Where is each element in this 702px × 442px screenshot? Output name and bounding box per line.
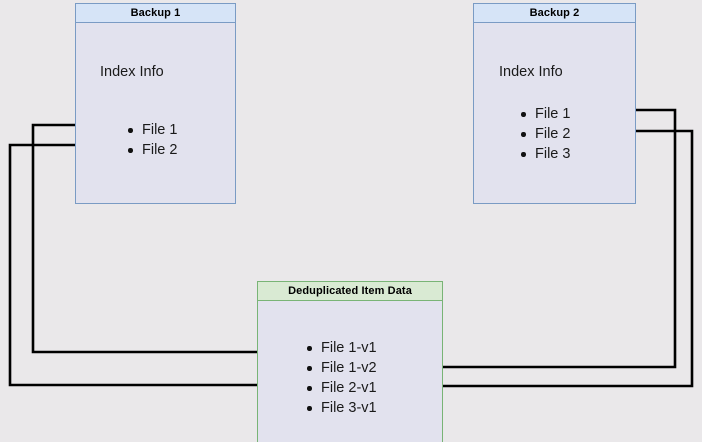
list-item[interactable]: File 3-v1 xyxy=(305,398,377,418)
backup-2-box[interactable]: Backup 2 Index Info File 1 File 2 File 3 xyxy=(473,3,636,204)
backup-1-file-list: File 1 File 2 xyxy=(126,120,177,160)
list-item[interactable]: File 1 xyxy=(519,104,570,124)
backup-1-box[interactable]: Backup 1 Index Info File 1 File 2 xyxy=(75,3,236,204)
list-item[interactable]: File 1-v2 xyxy=(305,358,377,378)
list-item[interactable]: File 1-v1 xyxy=(305,338,377,358)
backup-1-title: Backup 1 xyxy=(76,4,235,23)
backup-1-index-info-label: Index Info xyxy=(100,64,164,80)
backup-2-title: Backup 2 xyxy=(474,4,635,23)
list-item[interactable]: File 2-v1 xyxy=(305,378,377,398)
list-item[interactable]: File 1 xyxy=(126,120,177,140)
backup-2-file-list: File 1 File 2 File 3 xyxy=(519,104,570,164)
list-item[interactable]: File 3 xyxy=(519,144,570,164)
deduplicated-item-data-title: Deduplicated Item Data xyxy=(258,282,442,301)
list-item[interactable]: File 2 xyxy=(519,124,570,144)
list-item[interactable]: File 2 xyxy=(126,140,177,160)
deduplicated-item-data-box[interactable]: Deduplicated Item Data File 1-v1 File 1-… xyxy=(257,281,443,442)
deduplicated-item-list: File 1-v1 File 1-v2 File 2-v1 File 3-v1 xyxy=(305,338,377,418)
backup-2-index-info-label: Index Info xyxy=(499,64,563,80)
